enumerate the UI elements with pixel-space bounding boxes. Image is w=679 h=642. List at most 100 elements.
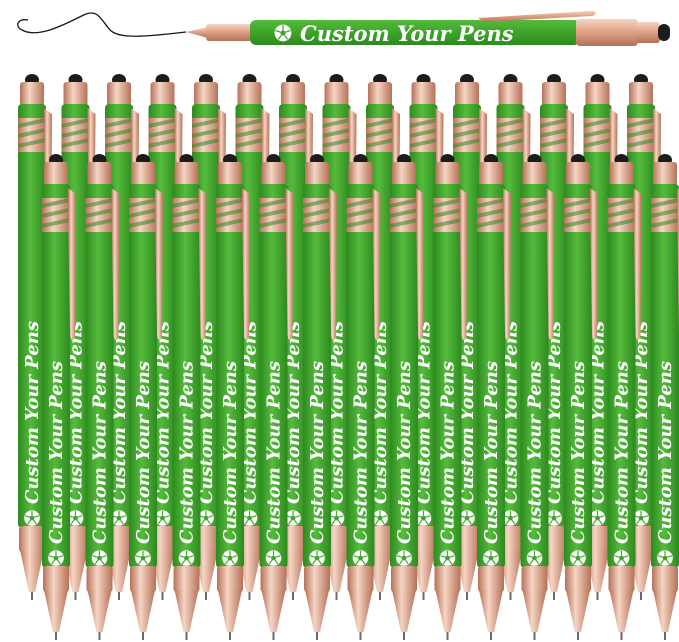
band-stripe <box>433 198 462 208</box>
band-stripe <box>85 218 114 228</box>
band-stripe <box>322 128 351 138</box>
pen-grip <box>652 566 678 592</box>
band-stripe <box>303 218 331 228</box>
band-stripe <box>105 118 133 128</box>
pen-imprint: Custom Your Pens <box>90 361 111 544</box>
pen-cone <box>348 590 373 632</box>
pen-cone <box>305 590 329 632</box>
pen-imprint: Custom Your Pens <box>327 321 348 504</box>
pen-imprint: Custom Your Pens <box>153 321 174 504</box>
pen-imprint: Custom Your Pens <box>307 361 328 544</box>
band-stripe <box>453 128 481 138</box>
band-stripe <box>303 198 331 208</box>
soccer-ball-icon <box>482 549 500 567</box>
band-stripe <box>433 218 462 228</box>
pen-cap <box>653 162 677 186</box>
soccer-ball-icon <box>178 549 195 567</box>
pen-cone <box>392 590 416 632</box>
pen-imprint: Custom Your Pens <box>501 321 522 504</box>
band-stripe <box>564 198 592 208</box>
band-stripe <box>409 128 438 138</box>
soccer-ball-icon <box>221 549 239 567</box>
band-stripe <box>607 208 636 218</box>
band-stripe <box>129 218 157 228</box>
pen-cone <box>218 590 242 632</box>
pen-imprint: Custom Your Pens <box>283 321 304 504</box>
pen-clip <box>503 188 511 340</box>
featured-pen-grip <box>206 24 252 41</box>
pen-imprint: Custom Your Pens <box>481 361 502 544</box>
pen-imprint: Custom Your Pens <box>177 361 198 544</box>
pen-imprint: Custom Your Pens <box>133 361 154 544</box>
pen-imprint: Custom Your Pens <box>438 361 459 544</box>
band-stripe <box>129 198 157 208</box>
soccer-ball-icon <box>110 509 128 527</box>
band-stripe <box>366 118 394 128</box>
pen-barrel <box>216 184 244 568</box>
pen-cone <box>20 550 44 592</box>
band-stripe <box>279 138 307 148</box>
soccer-ball-icon <box>134 549 152 567</box>
pen-grip <box>304 566 330 592</box>
band-stripe <box>129 208 157 218</box>
band-stripe <box>322 118 351 128</box>
band-stripe <box>105 138 133 148</box>
band-stripe <box>453 138 481 148</box>
featured-pen-top <box>636 22 660 43</box>
pen-cap <box>479 162 503 186</box>
band-stripe <box>583 118 612 128</box>
band-stripe <box>390 198 418 208</box>
pen-imprint: Custom Your Pens <box>220 361 241 544</box>
pen-imprint: Custom Your Pens <box>66 321 87 504</box>
band-stripe <box>409 138 438 148</box>
band-stripe <box>216 208 244 218</box>
pen-clip <box>155 188 163 340</box>
pen-grip <box>565 566 591 592</box>
pen-cap <box>629 82 653 106</box>
pen-cap <box>44 162 68 186</box>
pen-cap <box>498 82 523 106</box>
pen-grip <box>217 566 243 592</box>
band-stripe <box>520 198 549 208</box>
soccer-ball-icon <box>589 509 606 527</box>
front-pen: Custom Your Pens <box>346 154 381 640</box>
soccer-ball-icon <box>569 549 587 567</box>
band-stripe <box>235 128 264 138</box>
band-stripe <box>540 118 568 128</box>
pen-cap <box>392 162 416 186</box>
pen-grip <box>478 566 504 592</box>
pen-grip <box>173 566 200 592</box>
front-pen: Custom Your Pens <box>129 154 163 640</box>
band-stripe <box>61 128 90 138</box>
front-pen: Custom Your Pens <box>477 154 511 640</box>
pen-imprint: Custom Your Pens <box>196 321 217 504</box>
front-pen: Custom Your Pens <box>520 154 555 640</box>
pen-cap <box>585 82 610 106</box>
band-stripe <box>279 128 307 138</box>
front-pen: Custom Your Pens <box>390 154 424 640</box>
pen-clip <box>459 188 468 340</box>
band-stripe <box>366 128 394 138</box>
soccer-ball-icon <box>613 549 630 567</box>
band-stripe <box>172 218 201 228</box>
pen-cap <box>194 82 218 106</box>
soccer-ball-icon <box>197 509 215 527</box>
band-stripe <box>346 198 375 208</box>
pen-barrel <box>172 184 201 568</box>
band-stripe <box>607 198 636 208</box>
pen-clip <box>329 188 337 340</box>
band-stripe <box>346 208 375 218</box>
pen-imprint: Custom Your Pens <box>370 321 391 504</box>
pen-cap <box>566 162 590 186</box>
band-stripe <box>85 208 114 218</box>
pen-imprint: Custom Your Pens <box>655 361 676 544</box>
band-stripe <box>42 198 70 208</box>
pen-imprint: Custom Your Pens <box>568 361 589 544</box>
band-stripe <box>148 128 177 138</box>
pen-imprint: Custom Your Pens <box>240 321 261 504</box>
pen-barrel <box>303 184 331 568</box>
band-stripe <box>651 218 679 228</box>
soccer-ball-icon <box>545 509 563 527</box>
pen-imprint: Custom Your Pens <box>22 321 43 504</box>
band-stripe <box>564 218 592 228</box>
